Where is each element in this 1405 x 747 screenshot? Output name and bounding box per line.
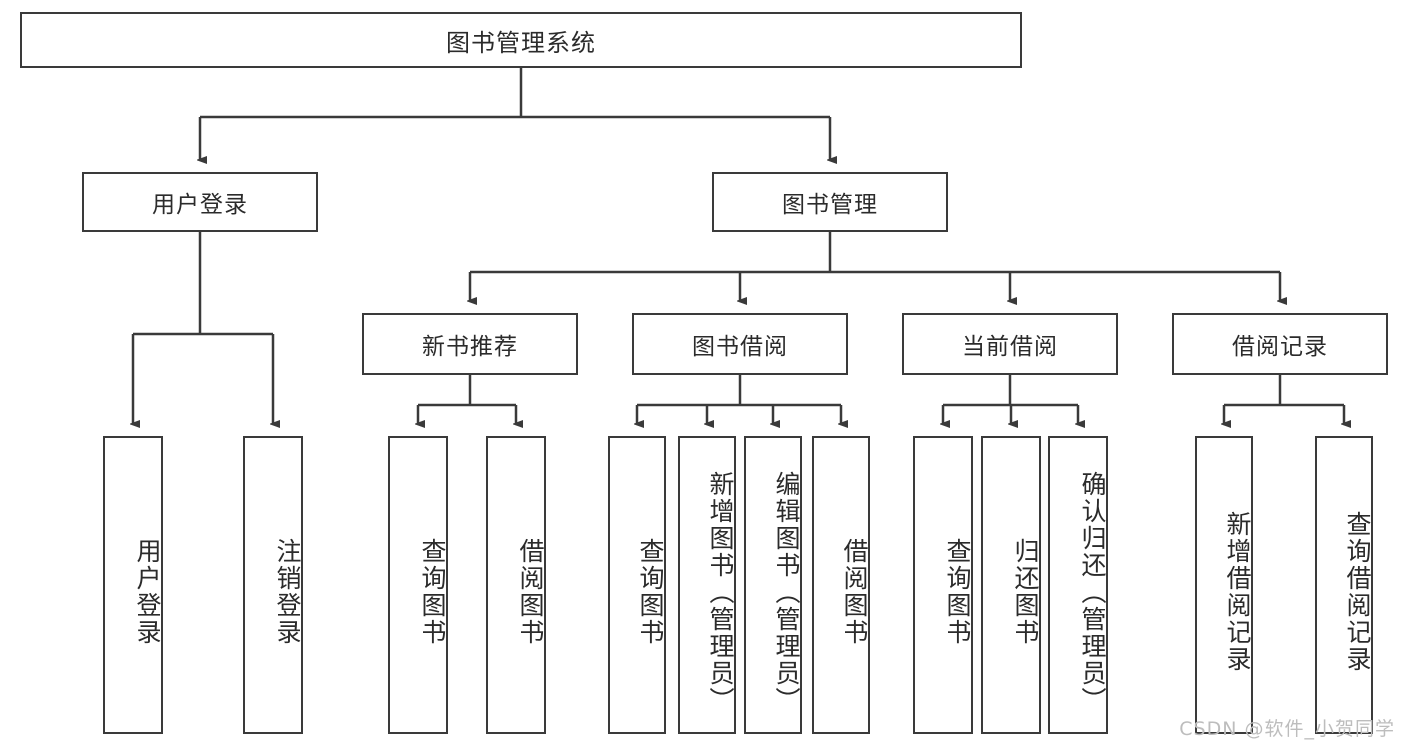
node-user-login[interactable]: 用户登录: [82, 172, 318, 232]
leaf-label: 查询图书: [943, 538, 972, 646]
leaf-node[interactable]: 查询图书: [608, 436, 666, 734]
leaf-label: 查询借阅记录: [1343, 511, 1372, 673]
node-book-management[interactable]: 图书管理: [712, 172, 948, 232]
leaf-node[interactable]: 新增图书（管理员）: [678, 436, 736, 734]
leaf-label: 新增图书（管理员）: [706, 470, 735, 714]
leaf-node[interactable]: 归还图书: [981, 436, 1041, 734]
node-book-borrow[interactable]: 图书借阅: [632, 313, 848, 375]
leaf-label: 查询图书: [418, 538, 447, 646]
leaf-node[interactable]: 确认归还（管理员）: [1048, 436, 1108, 734]
leaf-node[interactable]: 编辑图书（管理员）: [744, 436, 802, 734]
node-root-label: 图书管理系统: [446, 28, 596, 57]
node-current-borrow-label: 当前借阅: [962, 334, 1058, 360]
leaf-label: 注销登录: [273, 538, 302, 646]
node-book-management-label: 图书管理: [782, 192, 878, 218]
leaf-label: 编辑图书（管理员）: [772, 470, 801, 714]
node-book-borrow-label: 图书借阅: [692, 334, 788, 360]
leaf-node[interactable]: 查询图书: [388, 436, 448, 734]
leaf-label: 借阅图书: [840, 538, 869, 646]
leaf-label: 查询图书: [636, 538, 665, 646]
leaf-label: 确认归还（管理员）: [1078, 470, 1107, 714]
node-borrow-record[interactable]: 借阅记录: [1172, 313, 1388, 375]
node-user-login-label: 用户登录: [152, 192, 248, 218]
leaf-node[interactable]: 查询图书: [913, 436, 973, 734]
node-new-book-recommend-label: 新书推荐: [422, 334, 518, 360]
leaf-node[interactable]: 新增借阅记录: [1195, 436, 1253, 734]
leaf-label: 归还图书: [1011, 538, 1040, 646]
leaf-node[interactable]: 用户登录: [103, 436, 163, 734]
node-borrow-record-label: 借阅记录: [1232, 334, 1328, 360]
node-current-borrow[interactable]: 当前借阅: [902, 313, 1118, 375]
leaf-node[interactable]: 查询借阅记录: [1315, 436, 1373, 734]
leaf-label: 用户登录: [133, 538, 162, 646]
node-new-book-recommend[interactable]: 新书推荐: [362, 313, 578, 375]
leaf-node[interactable]: 注销登录: [243, 436, 303, 734]
leaf-node[interactable]: 借阅图书: [812, 436, 870, 734]
leaf-node[interactable]: 借阅图书: [486, 436, 546, 734]
watermark: CSDN @软件_小贺同学: [1179, 718, 1395, 740]
leaf-label: 新增借阅记录: [1223, 511, 1252, 673]
leaf-label: 借阅图书: [516, 538, 545, 646]
node-root[interactable]: 图书管理系统: [20, 12, 1022, 68]
